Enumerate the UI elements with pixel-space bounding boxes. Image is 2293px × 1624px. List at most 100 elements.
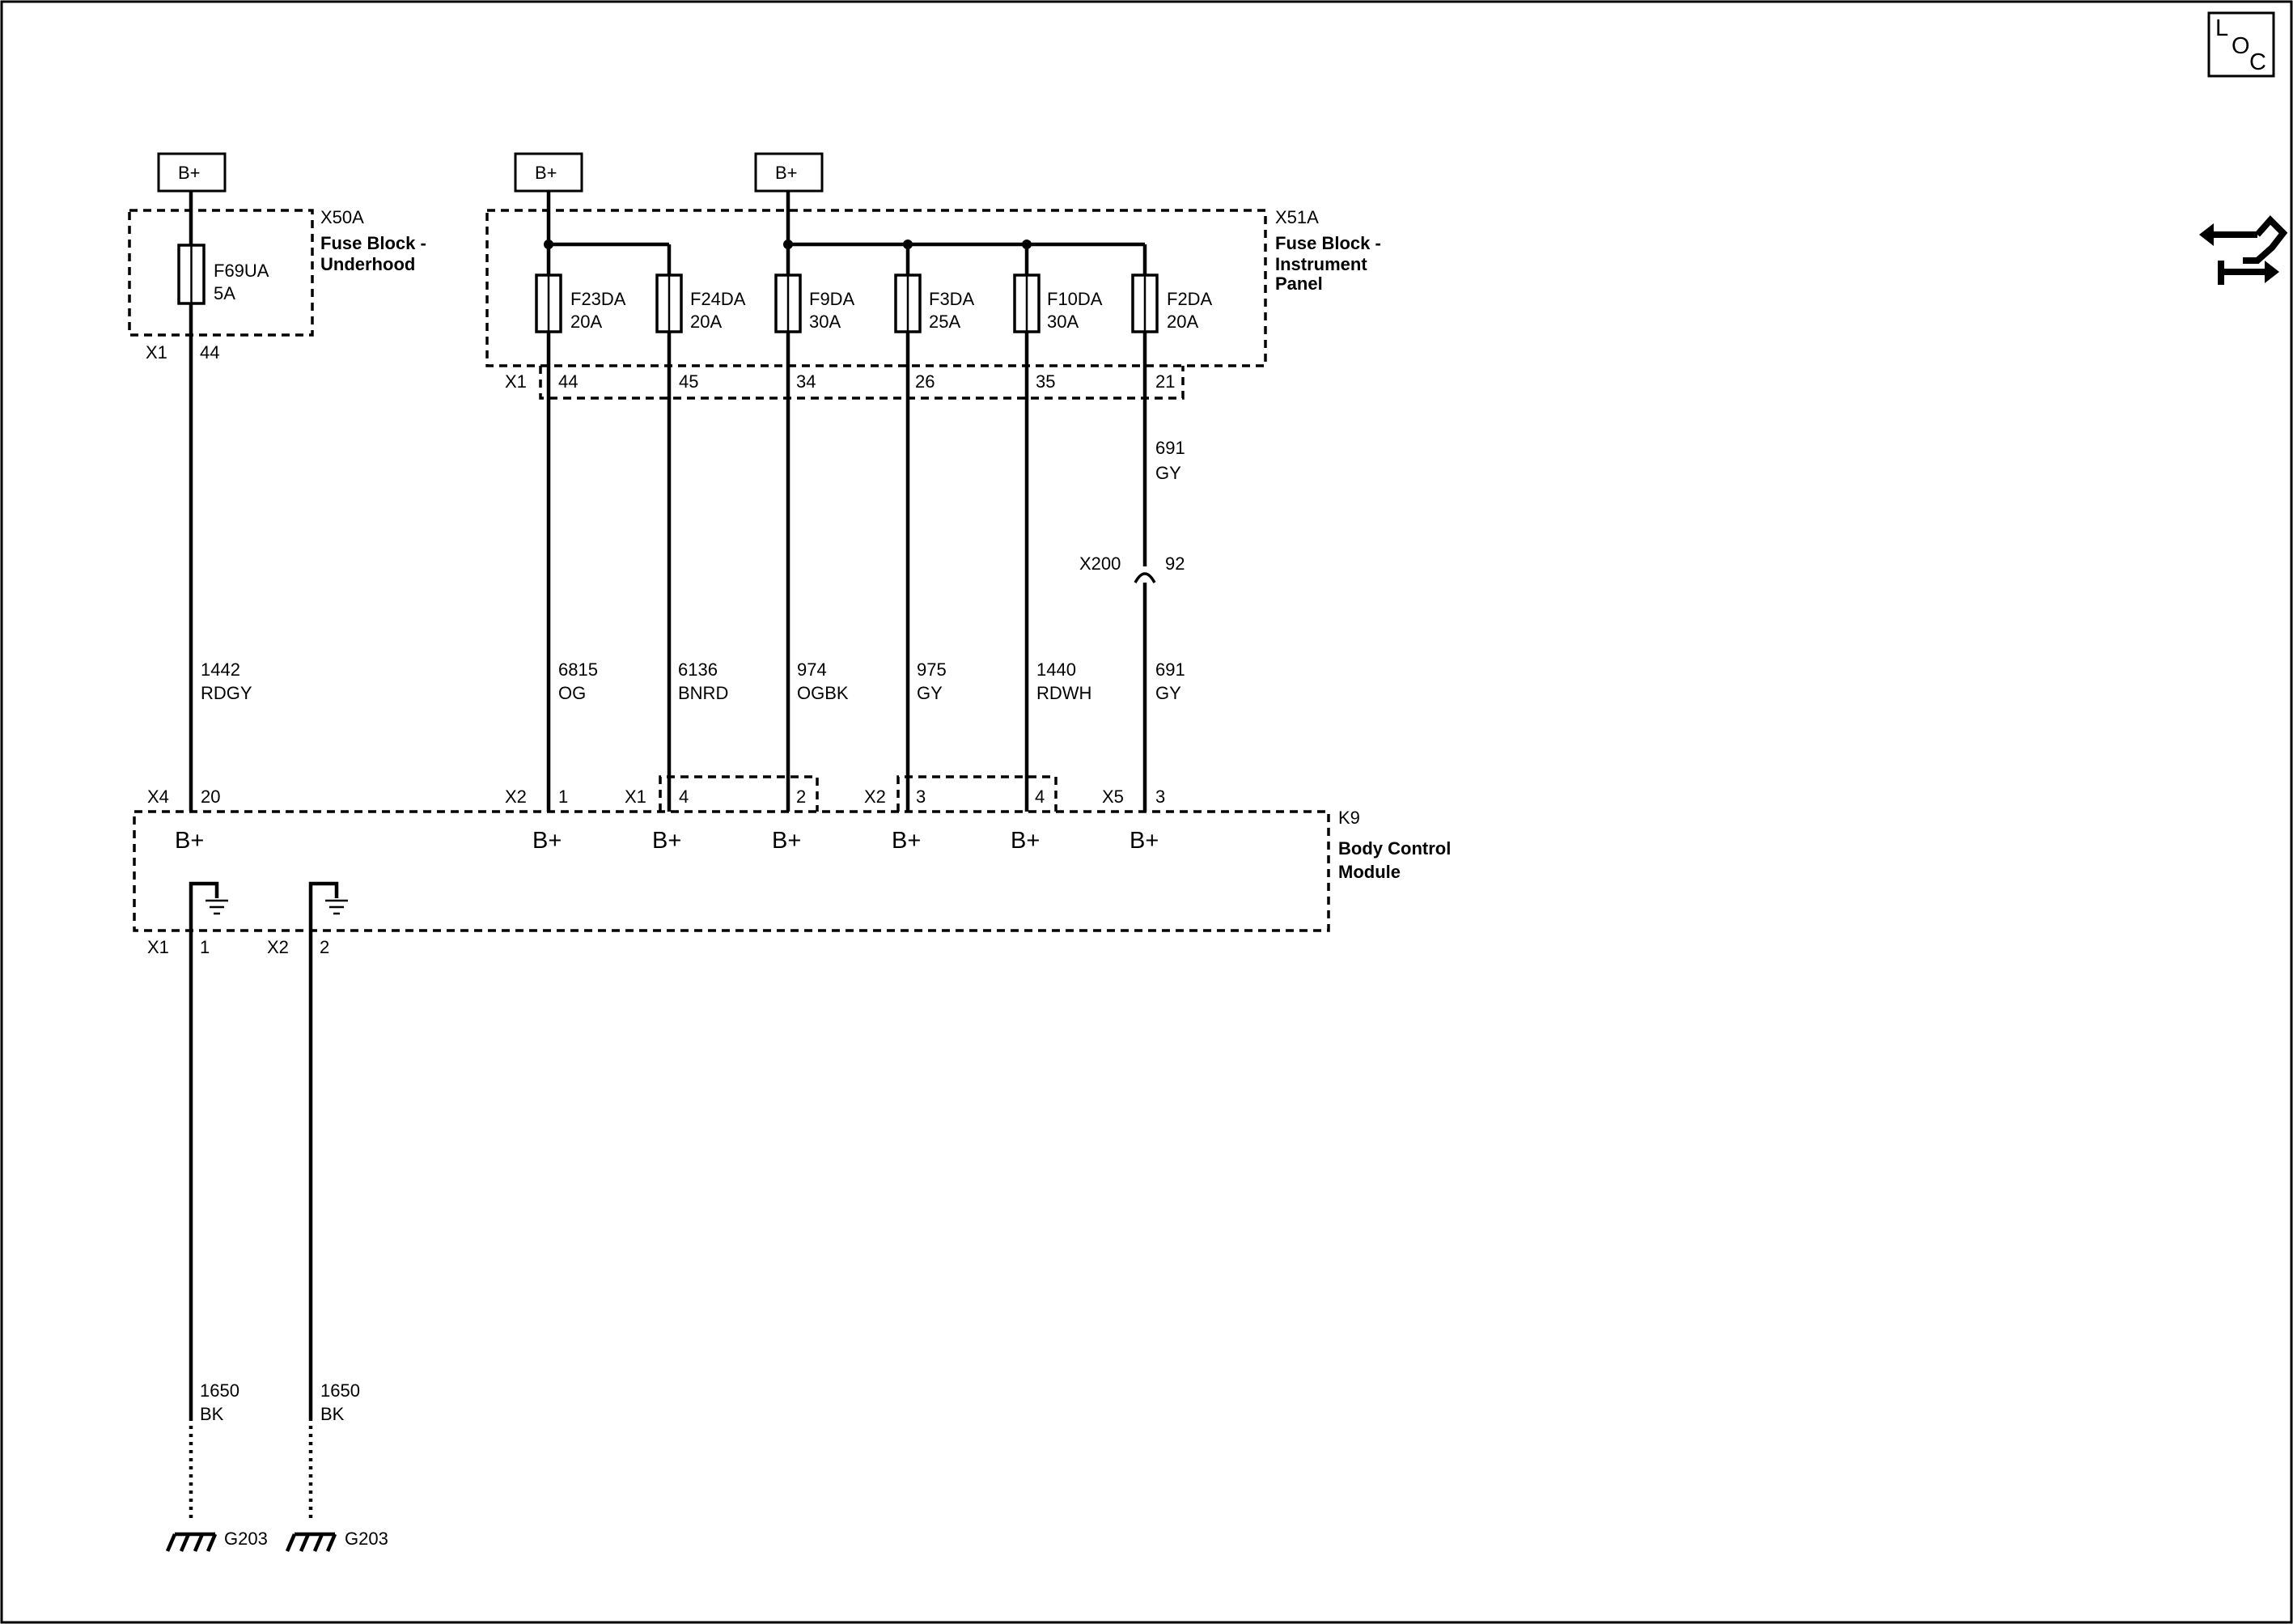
chassis-ground-icon[interactable]: G203 (165, 1529, 268, 1552)
fuse-f2da[interactable]: F2DA 20A 21 (1131, 273, 1213, 392)
fuse-f10da[interactable]: F10DA 30A 35 (1013, 273, 1103, 392)
wire-color: BK (200, 1404, 224, 1424)
fuse-block-ip-name: Fuse Block - (1275, 233, 1381, 253)
connector-label: X2 (267, 937, 289, 957)
ground-id: G203 (224, 1529, 268, 1549)
pin-label: 20 (201, 787, 220, 807)
wire-circuit: 1442 (201, 659, 240, 680)
pin-label: 1 (200, 937, 210, 957)
connector-label: X2 (505, 787, 527, 807)
wire-circuit: 1440 (1036, 659, 1076, 680)
fuse-rating: 25A (929, 312, 960, 332)
wire-color: OGBK (797, 683, 849, 703)
connector-label: X1 (625, 787, 646, 807)
fuse-rating: 20A (690, 312, 722, 332)
pin-label: 3 (1155, 787, 1165, 807)
loc-letter-o: O (2232, 33, 2250, 59)
bcm-pin-b-plus: B+ (532, 828, 562, 854)
loc-letter-l: L (2215, 15, 2228, 41)
bcm-pin-b-plus: B+ (892, 828, 921, 854)
fuse-block-ip-id: X51A (1275, 207, 1319, 227)
fuse-pin: 44 (200, 342, 219, 363)
wire-color: BNRD (678, 683, 728, 703)
bcm-name: Body Control (1338, 838, 1451, 859)
pin-label: 1 (558, 787, 568, 807)
fuse-f23da[interactable]: F23DA 20A 44 (535, 273, 626, 392)
loc-icon[interactable]: L O C (2207, 11, 2275, 78)
fuse-name: F10DA (1047, 289, 1103, 309)
bcm-pin-b-plus: B+ (175, 828, 204, 854)
wire-circuit: 691 (1155, 659, 1185, 680)
bcm-pin-b-plus: B+ (652, 828, 681, 854)
wire-color: BK (320, 1404, 345, 1424)
fuse-pin: 45 (679, 371, 698, 392)
fuse-pin: 44 (558, 371, 578, 392)
battery-label: B+ (178, 163, 201, 183)
wire-color: GY (1155, 463, 1181, 483)
fuse-f3da[interactable]: F3DA 25A 26 (894, 273, 975, 392)
fuse-block-underhood-id: X50A (320, 207, 364, 227)
pin-label: 2 (320, 937, 329, 957)
body-control-module: K9 Body Control Module (133, 775, 1451, 932)
bcm-name: Module (1338, 862, 1401, 882)
connector-label: X4 (147, 787, 169, 807)
fuse-name: F9DA (809, 289, 855, 309)
wire-circuit: 6136 (678, 659, 718, 680)
chassis-ground-icon[interactable]: G203 (285, 1529, 388, 1552)
connector-label: X1 (147, 937, 169, 957)
fuse-block-ip-name: Panel (1275, 273, 1323, 294)
fuse-pin: 26 (915, 371, 935, 392)
fuse-name: F2DA (1167, 289, 1213, 309)
connector-label: X2 (864, 787, 886, 807)
wire-circuit: 975 (917, 659, 947, 680)
inline-connector-id: X200 (1079, 553, 1121, 574)
fuse-rating: 20A (570, 312, 602, 332)
bcm-pin-b-plus: B+ (1130, 828, 1159, 854)
fuse-pin: 35 (1036, 371, 1055, 392)
fuse-block-underhood: X50A Fuse Block - Underhood X1 (128, 207, 426, 363)
fuse-rating: 20A (1167, 312, 1198, 332)
inline-connector-pin: 92 (1165, 553, 1185, 574)
harness-arrows-icon[interactable] (2199, 215, 2288, 285)
battery-label: B+ (775, 163, 798, 183)
fuse-f24da[interactable]: F24DA 20A 45 (655, 273, 746, 392)
inline-connector-x200[interactable]: X200 92 (1079, 553, 1185, 583)
fuse-block-ip: X51A Fuse Block - Instrument Panel X1 (485, 207, 1381, 400)
wire-circuit: 1650 (200, 1380, 239, 1401)
fuse-block-underhood-name: Fuse Block - (320, 233, 426, 253)
connector-label: X1 (505, 371, 527, 392)
battery-source-1: B+ (157, 152, 227, 193)
connector-label: X1 (146, 342, 167, 363)
wire-color: GY (917, 683, 943, 703)
fuse-pin: 34 (796, 371, 816, 392)
bcm-pin-b-plus: B+ (1011, 828, 1040, 854)
internal-ground-icon (189, 881, 228, 931)
fuse-block-underhood-name: Underhood (320, 254, 415, 274)
fuse-pin: 21 (1155, 371, 1175, 392)
wire-color: RDGY (201, 683, 252, 703)
wire-circuit: 6815 (558, 659, 598, 680)
pin-label: 4 (1035, 787, 1045, 807)
fuse-f9da[interactable]: F9DA 30A 34 (774, 273, 855, 392)
loc-letter-c: C (2249, 49, 2266, 75)
pin-label: 3 (916, 787, 926, 807)
pin-label: 2 (796, 787, 806, 807)
connector-label: X5 (1102, 787, 1124, 807)
battery-label: B+ (535, 163, 557, 183)
battery-source-3: B+ (754, 152, 824, 193)
wire-circuit: 974 (797, 659, 827, 680)
bcm-id: K9 (1338, 808, 1360, 828)
pin-label: 4 (679, 787, 689, 807)
fuse-rating: 30A (1047, 312, 1079, 332)
fuse-rating: 5A (214, 283, 235, 303)
internal-ground-icon (308, 881, 348, 931)
fuse-name: F69UA (214, 261, 269, 281)
wire-color: GY (1155, 683, 1181, 703)
fuse-rating: 30A (809, 312, 841, 332)
wire-circuit: 691 (1155, 438, 1185, 458)
wire-color: OG (558, 683, 586, 703)
ground-id: G203 (345, 1529, 388, 1549)
fuse-name: F3DA (929, 289, 975, 309)
